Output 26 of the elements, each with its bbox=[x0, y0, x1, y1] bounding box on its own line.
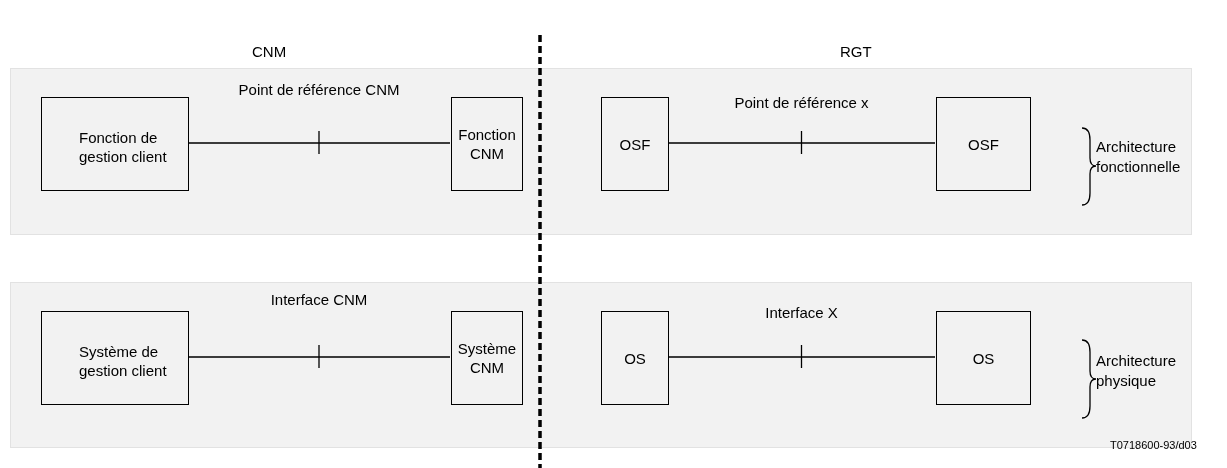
box-label: Fonction de gestion client bbox=[79, 128, 168, 166]
function-box bbox=[451, 311, 523, 405]
connector-line bbox=[187, 130, 451, 155]
box-label: OSF bbox=[619, 134, 651, 154]
connector-line bbox=[667, 130, 936, 155]
function-box bbox=[451, 97, 523, 191]
box-label: Système CNM bbox=[456, 339, 518, 377]
function-box bbox=[601, 311, 669, 405]
function-box bbox=[41, 311, 189, 405]
function-box bbox=[41, 97, 189, 191]
connector-line bbox=[187, 344, 451, 369]
annotation-text: Architecture physique bbox=[1096, 351, 1178, 391]
annotation-text: RGT bbox=[840, 42, 872, 61]
box-label: OS bbox=[972, 348, 995, 368]
annotation-text: CNM bbox=[252, 42, 287, 61]
box-label: OSF bbox=[968, 134, 999, 154]
function-box bbox=[936, 97, 1031, 191]
annotation-text: Architecture fonctionnelle bbox=[1096, 137, 1182, 177]
box-label: OS bbox=[624, 348, 646, 368]
function-box bbox=[936, 311, 1031, 405]
annotation-text: T0718600-93/d03 bbox=[1110, 438, 1197, 452]
group-band bbox=[10, 68, 1192, 235]
connector-line bbox=[667, 344, 936, 369]
box-label: Fonction CNM bbox=[457, 125, 517, 163]
box-label: Système de gestion client bbox=[79, 342, 168, 380]
function-box bbox=[601, 97, 669, 191]
